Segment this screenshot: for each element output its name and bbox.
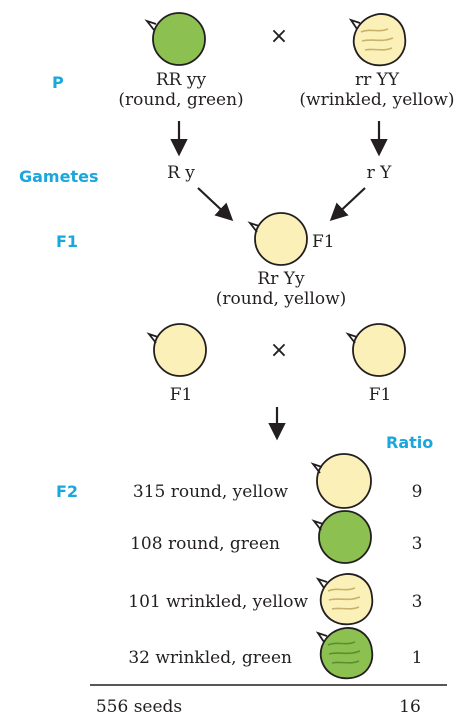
gamete-left: R y [167, 163, 195, 183]
f1-cross-right-seed [345, 323, 406, 377]
gamete-right: r Y [366, 163, 392, 183]
generation-label-p: P [52, 73, 64, 92]
ratio-header: Ratio [386, 433, 434, 452]
parent-left-label: RR yy (round, green) [118, 70, 243, 110]
parent-round-green-seed [144, 12, 206, 66]
parent-left-phenotype: (round, green) [118, 90, 244, 110]
f1-cross-left-seed [146, 323, 207, 377]
parent-right-phenotype: (wrinkled, yellow) [299, 90, 455, 110]
generation-label-gametes: Gametes [19, 167, 99, 186]
parent-right-genotype: rr YY [354, 70, 400, 90]
f1-cross-symbol: × [269, 338, 289, 363]
f2-row-text-round-yellow: 315 round, yellow [132, 482, 288, 502]
f2-row-ratio-wrinkled-green: 1 [411, 648, 423, 668]
f1-genotype: Rr Yy [257, 269, 305, 289]
f2-wrinkled-green-seed [315, 627, 374, 680]
parent-wrinkled-yellow-seed [348, 13, 407, 67]
parent-right-label: rr YY (wrinkled, yellow) [299, 70, 454, 110]
arrow-gamete-right-to-f1 [329, 187, 366, 222]
f1-seed-tag: F1 [312, 232, 335, 252]
parent-left-genotype: RR yy [155, 70, 207, 90]
f1-cross-left-label: F1 [169, 385, 193, 405]
f2-round-yellow-seed [310, 453, 372, 509]
f2-row-ratio-wrinkled-yellow: 3 [411, 592, 423, 612]
f2-row-text-wrinkled-green: 32 wrinkled, green [128, 648, 292, 668]
f1-phenotype: (round, yellow) [215, 289, 347, 309]
generation-label-f2: F2 [56, 482, 79, 501]
f1-cross-right-label: F1 [368, 385, 392, 405]
arrow-gamete-left-to-f1 [197, 187, 234, 222]
f2-wrinkled-yellow-seed [315, 573, 374, 626]
f2-round-green-seed [311, 510, 372, 564]
generation-label-f1: F1 [56, 232, 79, 251]
f2-row-text-wrinkled-yellow: 101 wrinkled, yellow [128, 592, 308, 612]
f2-row-ratio-round-yellow: 9 [411, 482, 423, 502]
total-seeds: 556 seeds [95, 697, 183, 717]
parent-cross-symbol: × [269, 24, 289, 49]
f1-round-yellow-seed [247, 212, 308, 266]
f2-row-text-round-green: 108 round, green [130, 534, 280, 554]
total-ratio: 16 [399, 697, 421, 717]
f2-row-ratio-round-green: 3 [411, 534, 423, 554]
f1-label: Rr Yy (round, yellow) [216, 269, 347, 309]
